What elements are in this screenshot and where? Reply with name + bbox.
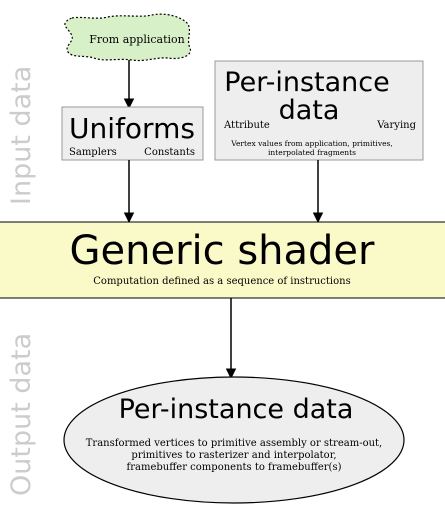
shader-caption: Computation defined as a sequence of ins… [93,276,350,287]
source-blob-shape [64,13,192,62]
constants-label: Constants [144,147,195,158]
per-instance-output-line1: Transformed vertices to primitive assemb… [86,438,382,449]
attribute-label: Attribute [223,120,270,131]
per-instance-input-box: Per-instance data Attribute Varying Vert… [214,60,424,161]
uniforms-title: Uniforms [69,112,195,145]
output-data-side-label: Output data [6,333,37,496]
input-data-side-label: Input data [6,66,37,205]
per-instance-input-frame [214,60,424,161]
per-instance-input-title-line2: data [279,95,340,126]
per-instance-input-title-line1: Per-instance [224,67,389,98]
per-instance-output-line2: primitives to rasterizer and interpolato… [131,450,336,461]
shader-band-frame [0,221,445,299]
samplers-label: Samplers [69,147,117,158]
shader-title: Generic shader [70,228,376,274]
uniforms-box-frame [61,106,204,161]
generic-shader-band: Generic shader Computation defined as a … [0,221,445,299]
uniforms-box: Uniforms Samplers Constants [61,106,204,161]
per-instance-input-caption-line1: Vertex values from application, primitiv… [230,139,392,148]
varying-label: Varying [376,120,416,131]
per-instance-output-line3: framebuffer components to framebuffer(s) [127,462,342,473]
per-instance-output-ellipse [63,376,405,504]
per-instance-output-title: Per-instance data [119,394,354,425]
source-label: From application [89,33,184,46]
per-instance-output-node: Per-instance data Transformed vertices t… [63,376,405,504]
per-instance-input-caption-line2: interpolated fragments [268,148,356,157]
application-source-node: From application [64,13,192,62]
